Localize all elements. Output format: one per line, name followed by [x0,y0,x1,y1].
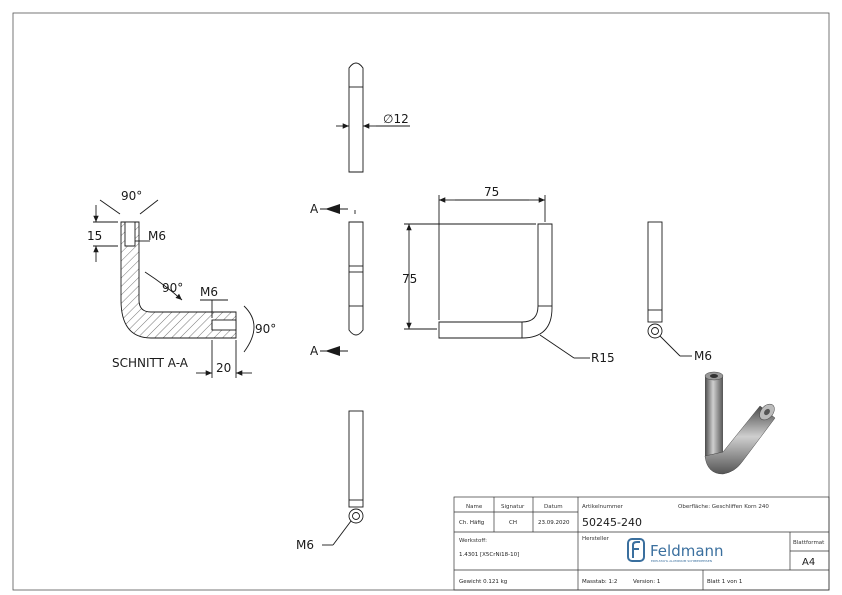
dim-side-angle: 90° [255,322,276,336]
header-name: Name [466,504,483,510]
sheet-number: Blatt 1 von 1 [707,579,742,585]
dim-top-angle: 90° [121,189,142,203]
article-number: 50245-240 [582,516,642,529]
right-view [647,221,692,357]
section-label: SCHNITT A-A [112,356,189,370]
dim-width: 75 [484,185,499,199]
dim-diameter: ∅12 [383,112,409,126]
version: Version: 1 [633,579,660,585]
section-arrow-bottom [325,346,340,356]
scale: Masstab: 1:2 [582,579,617,585]
section-marker-top: A [310,202,319,216]
brand-name: Feldmann [650,542,724,560]
section-view [93,199,255,378]
dim-side-depth: 20 [216,361,231,375]
header-signature: Signatur [501,504,525,510]
brand-tagline: EDELSTAHL ALUMINIUM SCHMIEDEEISEN [651,559,712,563]
dim-thread-top: M6 [148,229,166,243]
header-date: Datum [544,504,563,510]
dim-thread-side: M6 [200,285,218,299]
section-marker-bottom: A [310,344,319,358]
drafter-signature: CH [509,520,517,526]
drawing-date: 23.09.2020 [538,520,570,526]
material-label: Werkstoff: [459,538,487,544]
brand-logo: Feldmann EDELSTAHL ALUMINIUM SCHMIEDEEIS… [627,538,724,563]
header-article: Artikelnummer [582,504,624,510]
dim-thread-right: M6 [694,349,712,363]
top-view [336,62,410,173]
drafter-name: Ch. Häfig [459,520,484,526]
format-label: Blattformat [793,540,825,546]
section-arrow-top [325,204,340,214]
isometric-view [704,371,776,475]
dim-thread-bottom: M6 [296,538,314,552]
title-block-grid [453,496,830,591]
material-value: 1.4301 [X5CrNi18-10] [459,552,519,558]
manufacturer-label: Hersteller [582,536,610,542]
weight: Gewicht 0.121 kg [459,579,507,585]
front-view [320,208,364,352]
side-view [404,195,590,359]
dim-thread-depth: 15 [87,229,102,243]
bottom-view [322,410,364,546]
format-value: A4 [802,557,815,568]
drawing-frame [12,12,830,591]
dim-radius: R15 [591,351,615,365]
dim-bend-angle: 90° [162,281,183,295]
dim-height: 75 [402,272,417,286]
surface-finish: Oberfläche: Geschliffen Korn 240 [678,504,769,510]
